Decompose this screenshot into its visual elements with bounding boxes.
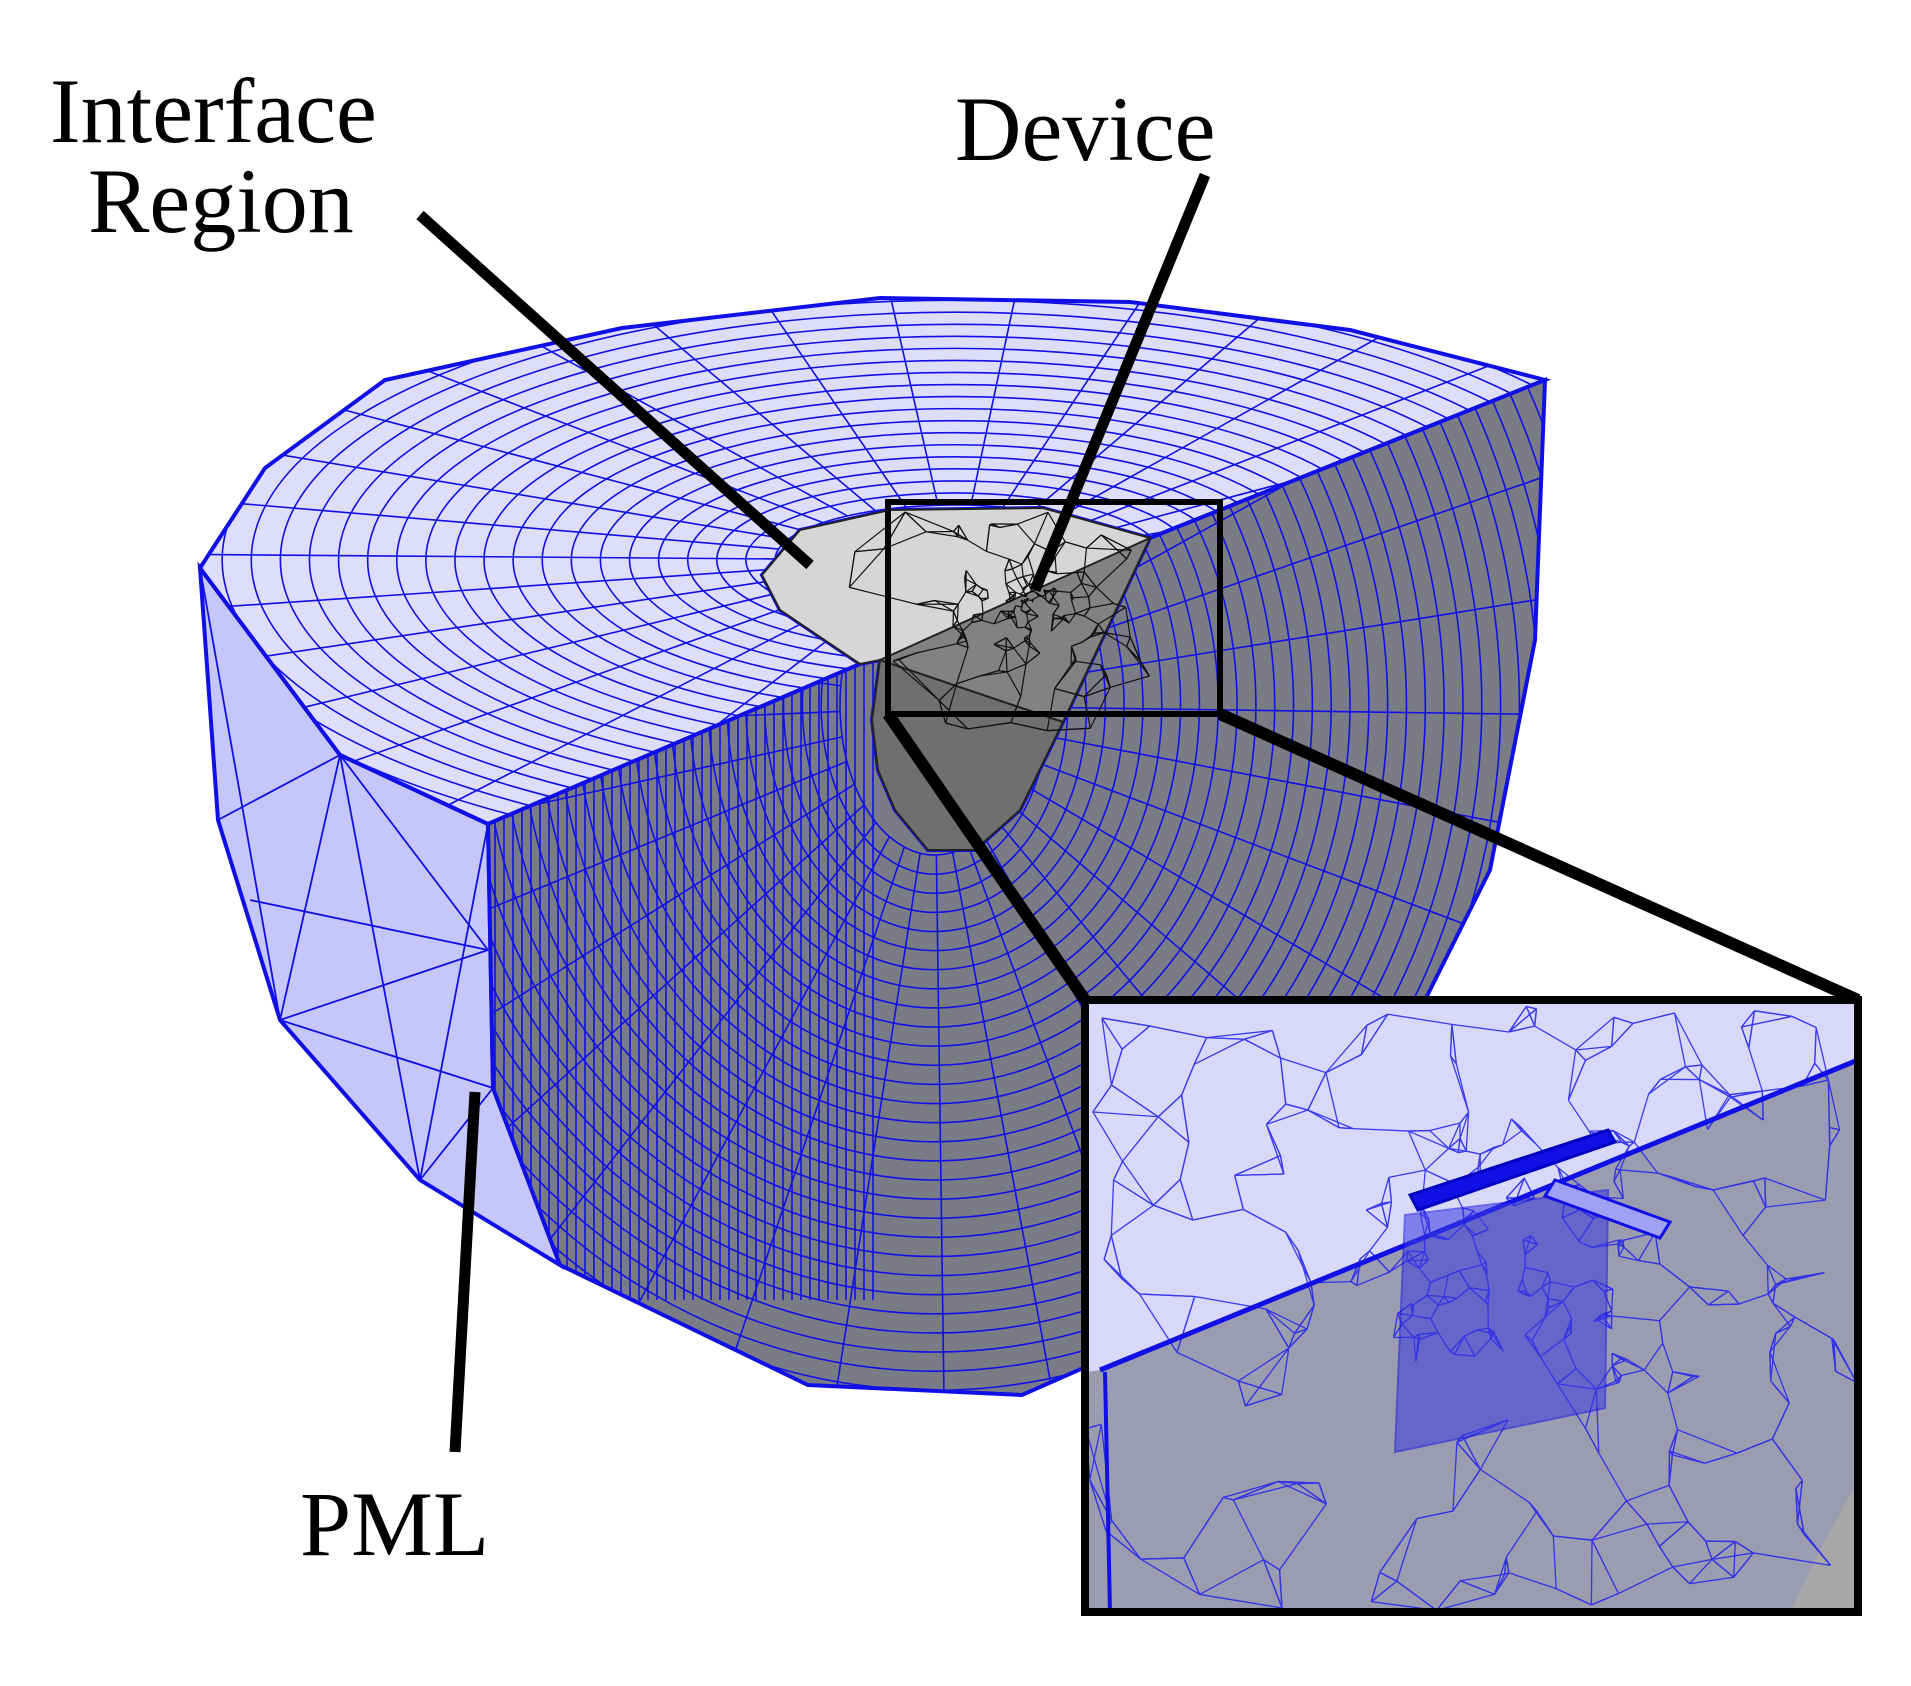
zoom-connector-right — [1217, 708, 1861, 1006]
pml-label: PML — [300, 1473, 489, 1575]
interface-label-line2: Region — [88, 150, 354, 252]
interface-callout-line — [416, 210, 814, 570]
pml-left-mesh — [200, 568, 494, 1181]
device-lead — [1542, 1178, 1673, 1240]
device-body — [1393, 1188, 1610, 1454]
device-electrode — [1407, 1128, 1618, 1212]
device-zoom-inset — [1081, 996, 1862, 1616]
pml-front-mesh — [488, 380, 1545, 1395]
interface-label-line1: Interface — [50, 60, 377, 162]
zoom-source-box — [885, 499, 1223, 717]
zoom-connector-left — [883, 710, 1090, 1004]
device-callout-line — [1029, 172, 1211, 593]
device-label: Device — [955, 78, 1216, 180]
zoom-inset-frame — [1081, 996, 1862, 1616]
pml-callout-line — [449, 1091, 481, 1453]
